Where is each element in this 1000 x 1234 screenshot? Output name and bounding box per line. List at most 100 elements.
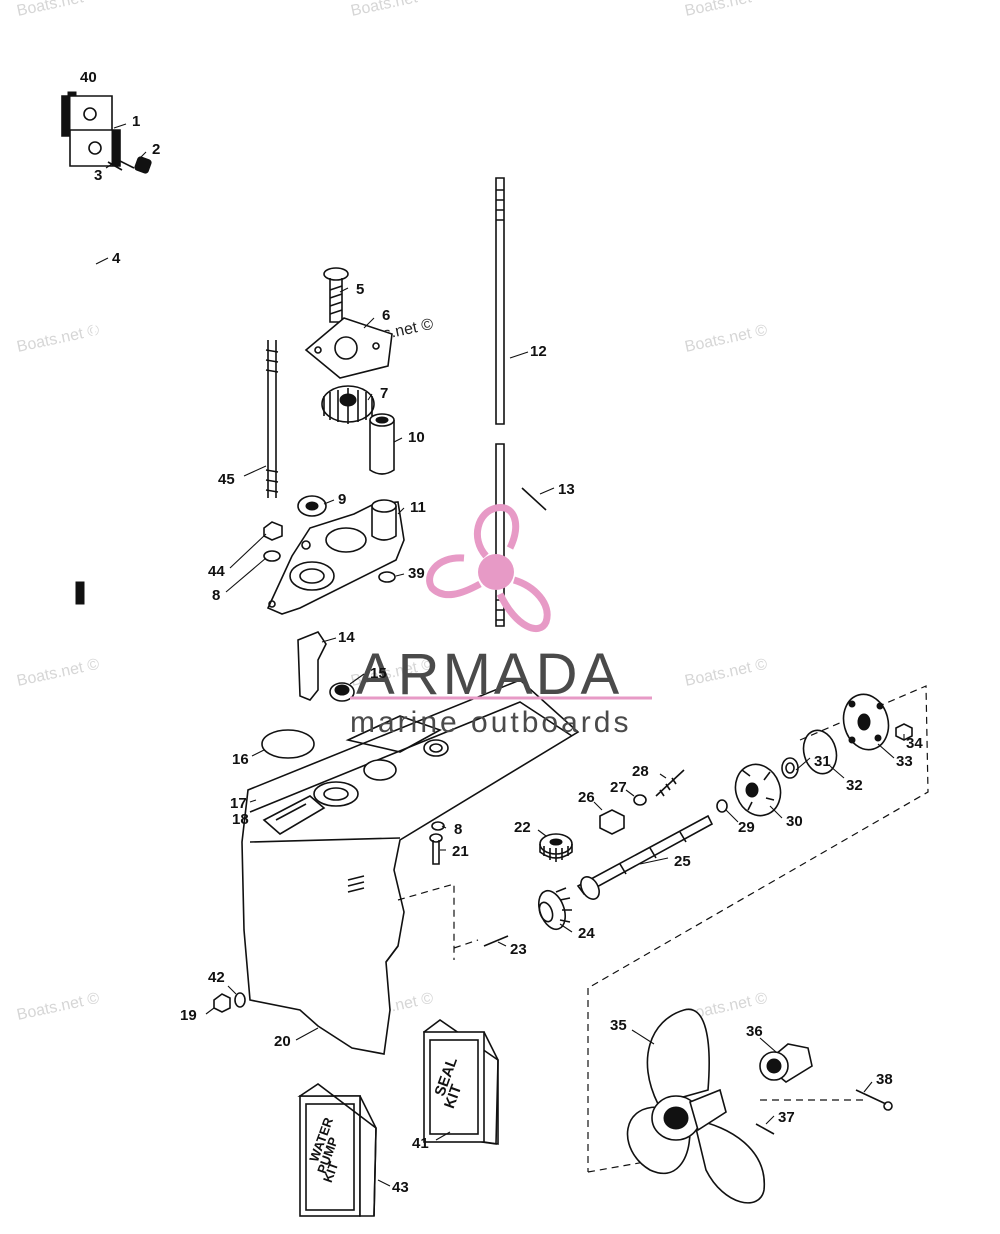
pin-27	[633, 794, 647, 806]
stud-45	[265, 340, 279, 498]
callout-26: 26	[578, 789, 595, 806]
washer-8b	[431, 821, 445, 831]
o-ring-16	[261, 729, 315, 759]
callouts: 40 1 2 3 4 5 6 7 10 9 11 12 13 45 44 8 3…	[80, 69, 923, 1196]
washer-8	[263, 550, 281, 562]
callout-45: 45	[218, 471, 235, 488]
callout-21: 21	[452, 843, 469, 860]
callout-10: 10	[408, 429, 425, 446]
watermark: Boats.net ©	[15, 656, 101, 690]
logo-blade-1	[473, 504, 520, 559]
assembly-boundaries	[397, 685, 929, 1173]
callout-30: 30	[786, 813, 803, 830]
watermark: Boats.net ©	[683, 0, 769, 20]
o-ring-32	[802, 729, 838, 775]
callout-13: 13	[558, 481, 575, 498]
callout-16: 16	[232, 751, 249, 768]
callout-1: 1	[132, 113, 140, 130]
callout-43: 43	[392, 1179, 409, 1196]
callout-42: 42	[208, 969, 225, 986]
nut-44	[263, 521, 283, 541]
bushing-15	[329, 682, 355, 702]
screw-5	[323, 267, 349, 323]
shift-lever	[297, 631, 327, 701]
water-pump-kit-box: WATER PUMP KIT	[297, 1083, 377, 1217]
propeller-shaft	[576, 814, 714, 900]
callout-31: 31	[814, 753, 831, 770]
callout-23: 23	[510, 941, 527, 958]
callout-14: 14	[338, 629, 355, 646]
callout-18: 18	[232, 811, 249, 828]
callout-27: 27	[610, 779, 627, 796]
callout-9: 9	[338, 491, 346, 508]
impeller	[321, 385, 375, 424]
bearing-31	[781, 757, 799, 779]
impeller-liner	[369, 413, 395, 475]
logo-blade-2	[496, 576, 551, 632]
callout-24: 24	[578, 925, 595, 942]
reverse-gear	[734, 763, 782, 817]
logo-subtitle: marine outboards	[350, 706, 631, 739]
pin-23	[483, 935, 509, 947]
callout-34: 34	[906, 735, 923, 752]
logo-title: ARMADA	[356, 642, 622, 707]
callout-22: 22	[514, 819, 531, 836]
callout-8b: 8	[454, 821, 462, 838]
shift-cam-26	[599, 809, 625, 835]
propeller	[626, 1008, 765, 1204]
cotter-pin-38	[855, 1089, 893, 1111]
logo-blade-3	[426, 554, 482, 599]
watermark: Boats.net ©	[683, 656, 769, 690]
seal-kit-box: SEAL KIT	[422, 1019, 499, 1145]
thrust-washer-36	[759, 1043, 813, 1083]
washer-42	[234, 992, 246, 1008]
watermark: Boats.net ©	[15, 990, 101, 1024]
callout-36: 36	[746, 1023, 763, 1040]
logo-hub	[478, 554, 514, 590]
shift-rod	[75, 176, 104, 605]
callout-2: 2	[152, 141, 160, 158]
callout-7: 7	[380, 385, 388, 402]
callout-15: 15	[370, 665, 387, 682]
forward-gear	[538, 887, 572, 931]
callout-28: 28	[632, 763, 649, 780]
propeller-logo-icon	[426, 504, 551, 632]
leader-lines	[95, 123, 905, 1187]
callout-8: 8	[212, 587, 220, 604]
bearing-carrier-33	[842, 693, 890, 751]
watermark: Boats.net ©	[349, 0, 435, 20]
bolt-34	[895, 723, 913, 741]
callout-17: 17	[230, 795, 247, 812]
nut-19	[213, 993, 231, 1013]
pin-13	[521, 487, 547, 511]
callout-32: 32	[846, 777, 863, 794]
callout-38: 38	[876, 1071, 893, 1088]
callout-33: 33	[896, 753, 913, 770]
screw-21	[429, 833, 443, 865]
callout-12: 12	[530, 343, 547, 360]
callout-40: 40	[80, 69, 97, 86]
shift-rod-connector	[61, 91, 152, 174]
seal-9	[297, 495, 327, 517]
callout-4: 4	[112, 250, 121, 267]
impeller-plate	[304, 317, 393, 379]
watermark: Boats.net ©	[683, 322, 769, 356]
watermark: Boats.net ©	[15, 322, 101, 356]
cotter-pin-37	[755, 1123, 775, 1135]
spring-28	[655, 769, 685, 797]
callout-29: 29	[738, 819, 755, 836]
pinion-gear	[539, 833, 573, 862]
water-pump-base	[266, 499, 405, 615]
o-ring-39	[378, 571, 396, 583]
callout-11: 11	[410, 499, 426, 516]
callout-5: 5	[356, 281, 364, 298]
callout-44: 44	[208, 563, 225, 580]
callout-3: 3	[94, 167, 102, 184]
callout-19: 19	[180, 1007, 197, 1024]
callout-39: 39	[408, 565, 425, 582]
callout-25: 25	[674, 853, 691, 870]
callout-41: 41	[412, 1135, 429, 1152]
callout-35: 35	[610, 1017, 627, 1034]
watermark: Boats.net ©	[15, 0, 101, 20]
